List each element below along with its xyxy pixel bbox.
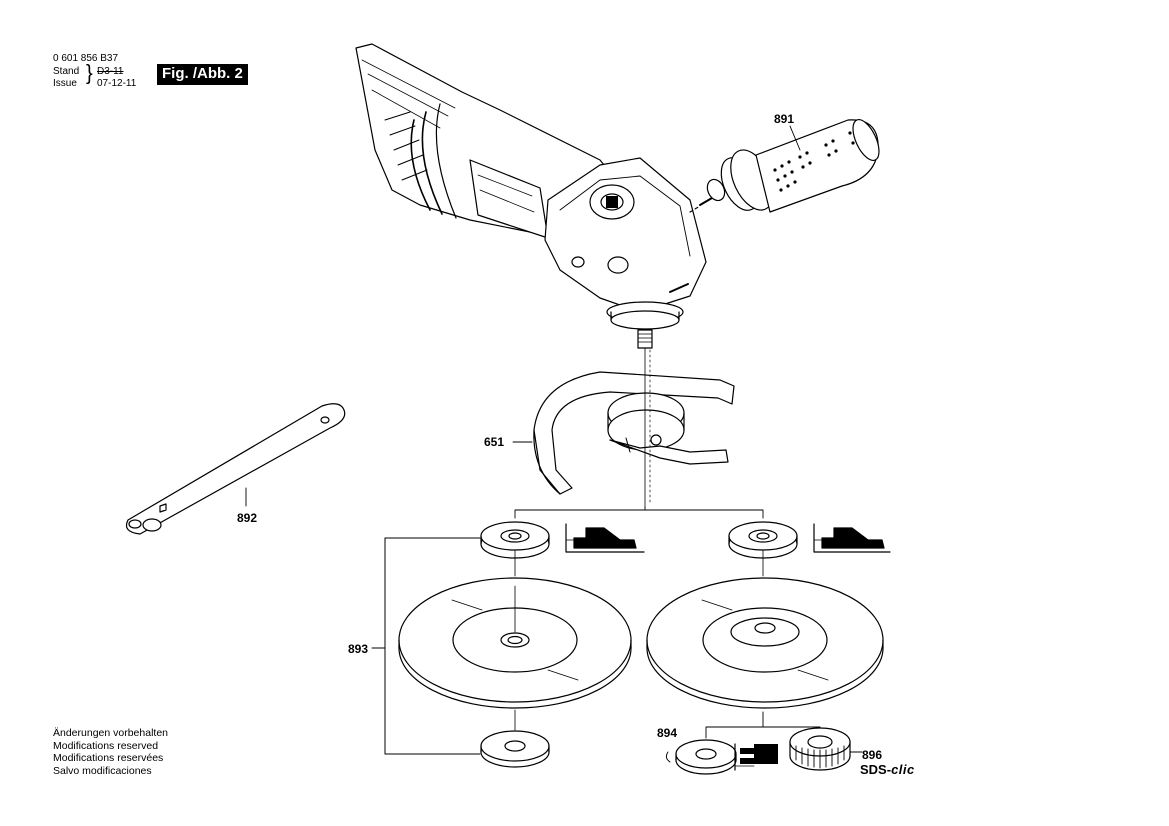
split-bracket-bottom <box>705 711 821 739</box>
change-notes: Änderungen vorbehalten Modifications res… <box>53 727 168 777</box>
clamping-nut-894 <box>665 739 737 775</box>
quick-clamping-nut-896 <box>789 727 863 771</box>
angle-grinder-body <box>355 43 707 349</box>
stand-value: D3-11 <box>97 66 124 77</box>
header-brace: } <box>86 61 93 85</box>
part-label-891: 891 <box>774 112 795 126</box>
sds-suffix: clic <box>891 762 915 777</box>
flange-profile-right <box>813 523 891 553</box>
issue-value: 07-12-11 <box>97 78 137 89</box>
sds-clic-label: SDS-clic <box>860 762 915 777</box>
part-label-896: 896 <box>862 748 883 762</box>
part-label-893: 893 <box>348 642 369 656</box>
clamping-nut-left <box>480 730 550 768</box>
protection-guard-651 <box>512 371 735 495</box>
issue-label: Issue <box>53 78 77 89</box>
part-label-894: 894 <box>657 726 678 740</box>
grinding-disc-left <box>398 577 632 709</box>
nut-profile-894 <box>734 743 778 771</box>
part-label-651: 651 <box>484 435 505 449</box>
note-line: Modifications reserved <box>53 739 159 752</box>
part-number: 0 601 856 B37 <box>53 53 119 64</box>
part-label-892: 892 <box>237 511 258 525</box>
auxiliary-handle-891 <box>699 119 880 213</box>
bracket-893 <box>371 537 481 755</box>
two-pin-spanner-892 <box>125 403 346 535</box>
mounting-flange-right <box>728 521 798 559</box>
note-line: Änderungen vorbehalten <box>53 727 169 739</box>
sds-prefix: SDS- <box>860 762 892 777</box>
split-bracket-top <box>514 506 764 519</box>
figure-label: Fig. /Abb. 2 <box>157 64 248 85</box>
note-line: Salvo modificaciones <box>53 764 152 777</box>
flange-profile-left <box>565 523 645 553</box>
stand-label: Stand <box>53 66 80 77</box>
note-line: Modifications reservées <box>53 752 164 765</box>
grinding-disc-right <box>646 577 884 709</box>
handle-leader-line <box>689 205 701 213</box>
mounting-flange-left <box>480 521 550 559</box>
